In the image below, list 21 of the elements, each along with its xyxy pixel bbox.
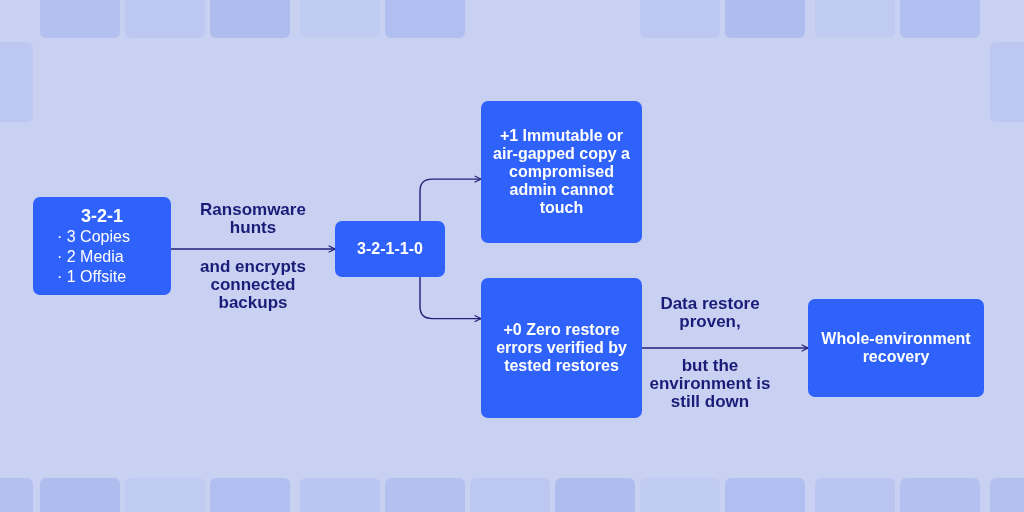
list-item: · 3 Copies (56, 227, 130, 247)
edge-label: Data restore proven, (659, 295, 761, 331)
process-box (33, 197, 171, 295)
arrow (641, 344, 809, 352)
arrow (170, 245, 336, 253)
box-text: 3-2-1-1-0 (357, 240, 423, 258)
annotation-text: and encrypts connected backups (199, 258, 307, 312)
list-item: · 2 Media (56, 247, 124, 267)
edge-label: Ransomware hunts (199, 201, 307, 237)
arrow (419, 276, 482, 323)
box-heading: 3-2-1 (81, 205, 123, 227)
box-text: +1 Immutable or air-gapped copy a compromised admin cannot touch (492, 127, 631, 217)
arrow (419, 175, 482, 222)
annotation-text: but the environment is still down (648, 357, 772, 411)
list-item: · 1 Offsite (56, 267, 127, 287)
process-box (808, 299, 984, 397)
box-text: Whole-environment recovery (820, 330, 972, 366)
process-box (481, 278, 642, 418)
process-box (335, 221, 445, 277)
box-text: +0 Zero restore errors verified by tested restores (495, 321, 628, 375)
process-box (481, 101, 642, 243)
